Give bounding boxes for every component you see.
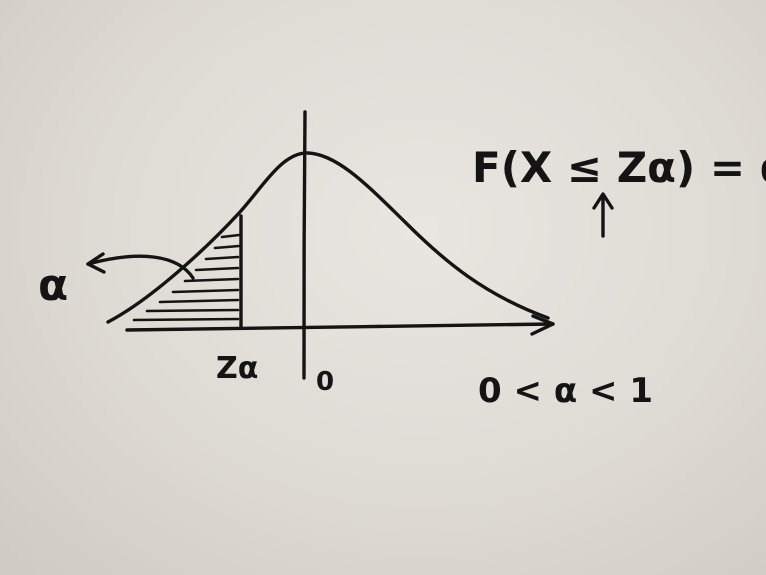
- y-axis: [302, 110, 307, 380]
- hatch-line: [171, 288, 240, 294]
- hatch-line: [145, 308, 240, 313]
- up-arrow-head-icon: [592, 192, 614, 210]
- formula-text: F(X ≤ Zα) = α.: [472, 143, 766, 192]
- curved-arrow-head-icon: [86, 252, 106, 274]
- hatch-line: [213, 244, 241, 250]
- hatch-line: [183, 277, 240, 283]
- x-axis: [125, 322, 555, 332]
- hatch-line: [204, 255, 240, 261]
- hatch-line: [132, 317, 240, 322]
- range-text: 0 < α < 1: [478, 371, 653, 411]
- bell-curve: [106, 151, 550, 324]
- hatch-line: [220, 233, 241, 239]
- zero-label: 0: [316, 367, 334, 397]
- alpha-label: α: [38, 260, 68, 311]
- z-alpha-label: Zα: [216, 351, 258, 386]
- hatch-line: [158, 298, 240, 304]
- x-axis-arrowhead-icon: [530, 314, 555, 336]
- hatch-line: [194, 266, 240, 272]
- curved-arrow-icon: [86, 254, 195, 280]
- shaded-tail-region: [132, 233, 241, 322]
